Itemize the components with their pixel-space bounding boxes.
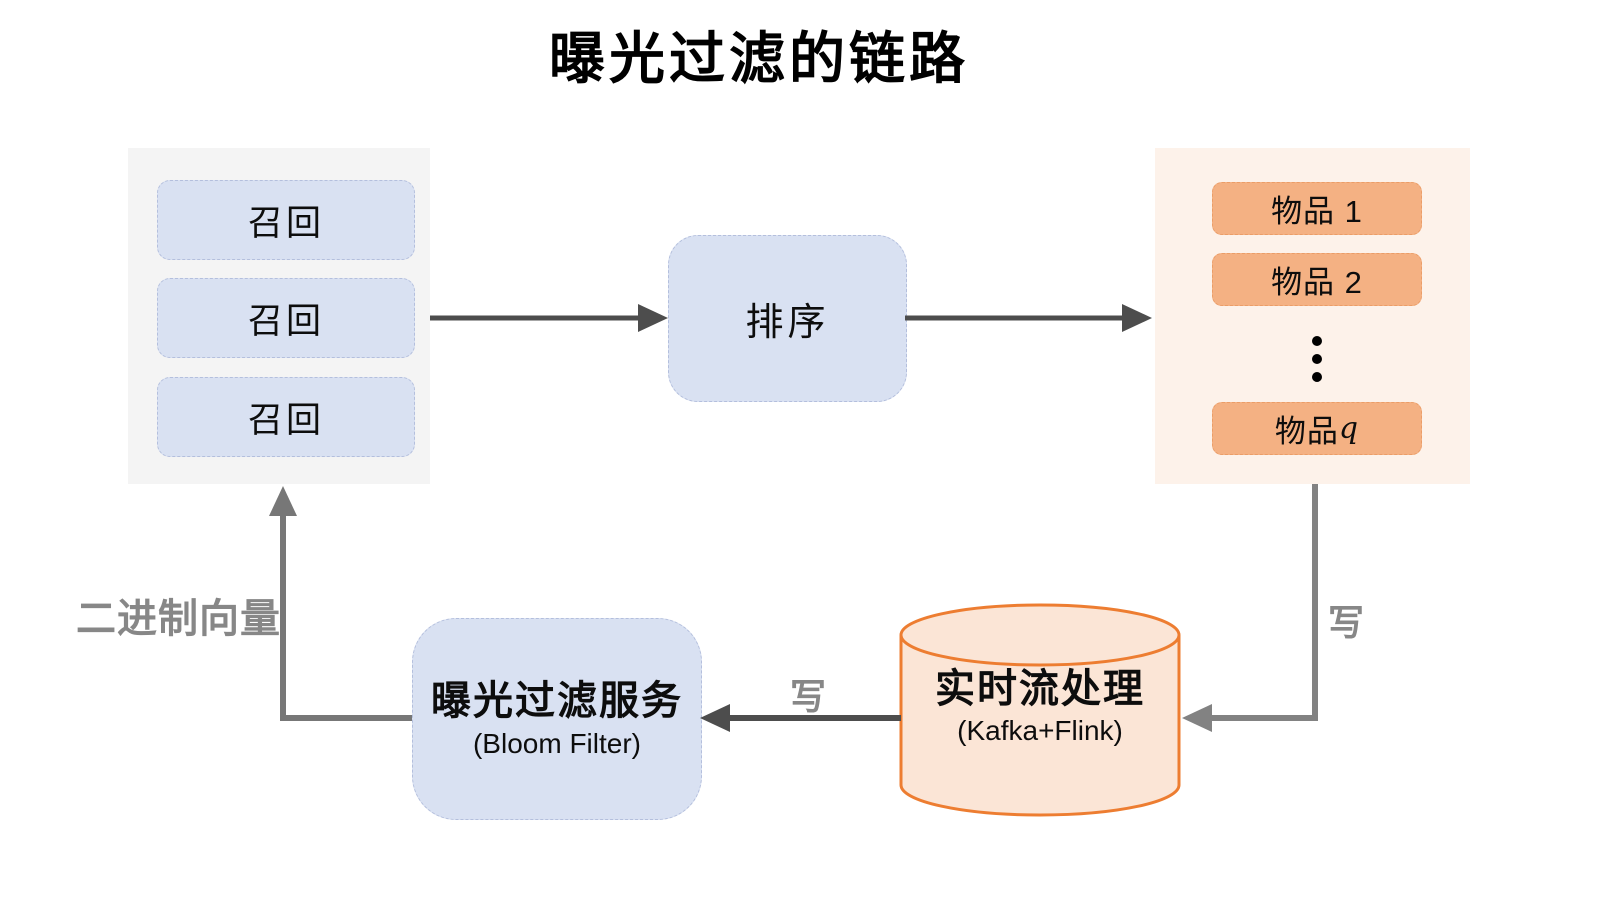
item-box: 物品 q	[1212, 402, 1422, 455]
arrow-bloom-to-recall	[269, 486, 412, 721]
recall-box: 召回	[157, 180, 415, 260]
item-label-prefix: 物品	[1274, 414, 1339, 449]
stream-processor-box: 实时流处理 (Kafka+Flink)	[880, 666, 1200, 747]
arrow-ranking-to-items	[905, 304, 1152, 332]
item-label-variable: q	[1338, 411, 1360, 446]
arrow-recall-to-ranking	[430, 304, 668, 332]
recall-panel: 召回 召回 召回	[128, 148, 430, 484]
vertical-ellipsis-icon	[1311, 336, 1323, 382]
bloom-filter-subtitle: (Bloom Filter)	[472, 728, 641, 759]
write-label-bottom: 写	[790, 676, 827, 717]
stream-processor-title: 实时流处理	[935, 667, 1145, 711]
recall-box: 召回	[157, 278, 415, 358]
stream-processor-subtitle: (Kafka+Flink)	[957, 715, 1123, 746]
item-box: 物品 1	[1212, 182, 1422, 235]
ranking-box: 排序	[668, 235, 907, 402]
items-panel: 物品 1 物品 2 物品 q	[1155, 148, 1470, 484]
item-box: 物品 2	[1212, 253, 1422, 306]
write-label-right: 写	[1328, 602, 1365, 643]
binary-vector-label: 二进制向量	[76, 597, 281, 641]
bloom-filter-box: 曝光过滤服务 (Bloom Filter)	[412, 618, 702, 820]
recall-box: 召回	[157, 377, 415, 457]
diagram-title: 曝光过滤的链路	[549, 26, 969, 92]
arrow-items-to-stream	[1182, 484, 1318, 732]
bloom-filter-title: 曝光过滤服务	[431, 679, 683, 723]
